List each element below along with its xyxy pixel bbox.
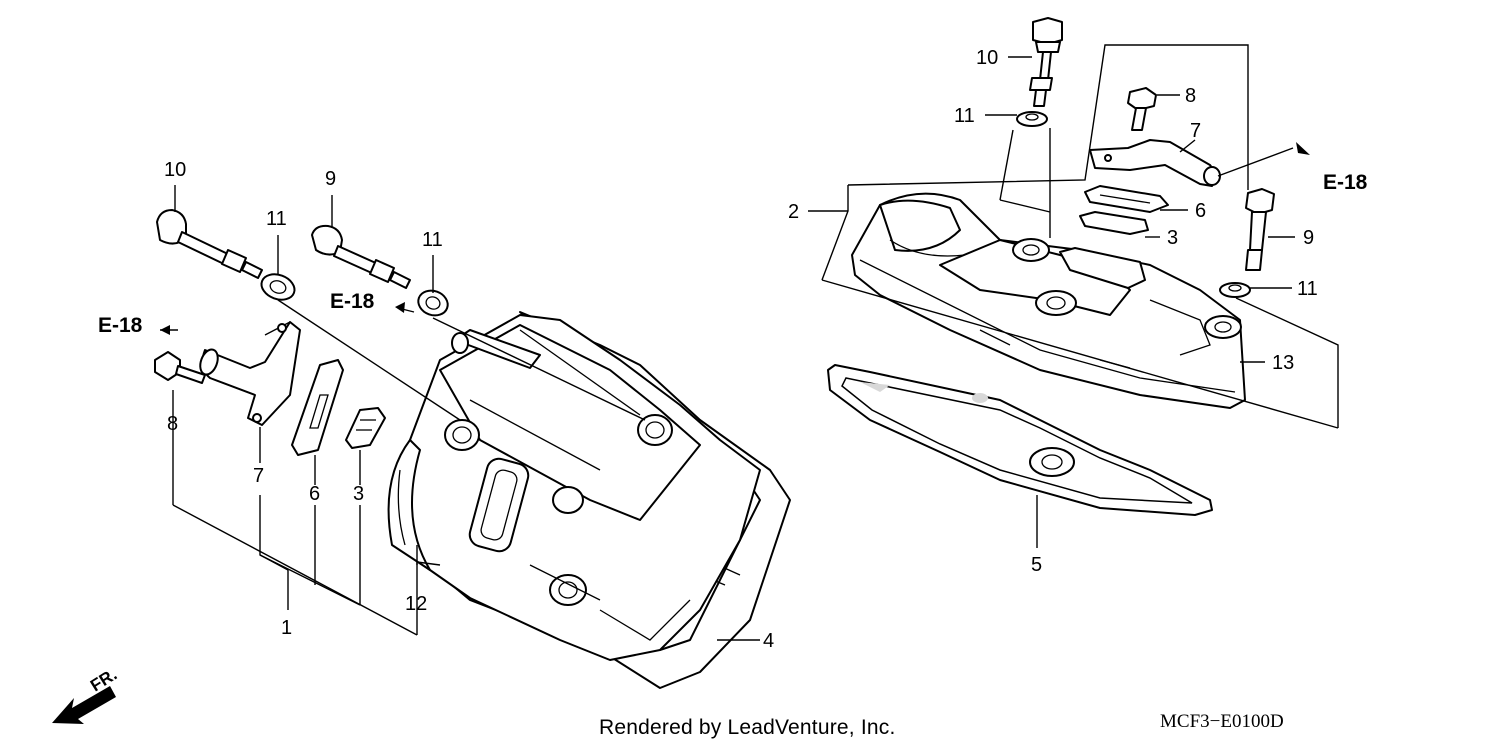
ref-e18: E-18	[330, 290, 375, 313]
bolt-boss	[444, 419, 480, 451]
bolt-10-right	[1029, 17, 1063, 107]
breather-port	[468, 457, 530, 553]
washer-11-right-b	[1219, 282, 1251, 298]
right-leader-lines	[808, 44, 1339, 548]
bolt-9-right	[1245, 188, 1275, 271]
ref-e18: E-18	[1323, 171, 1368, 194]
callout-8: 8	[167, 413, 178, 435]
right-cylinder-head-cover	[851, 192, 1246, 409]
front-direction-arrow-icon: FR.	[52, 665, 120, 724]
callout-7: 7	[253, 465, 264, 487]
washer-11-left-b	[417, 289, 449, 317]
bolt-10-left	[156, 209, 263, 279]
bolt-9-left	[311, 224, 411, 289]
callout-4: 4	[763, 630, 774, 652]
seal-6-left	[291, 359, 344, 456]
bolt-8-left	[154, 351, 206, 384]
render-credit: Rendered by LeadVenture, Inc.	[599, 716, 896, 739]
callout-10: 10	[164, 159, 186, 181]
callout-11: 11	[1297, 278, 1318, 300]
callout-5: 5	[1031, 554, 1042, 576]
diagram-code: MCF3−E0100D	[1160, 711, 1284, 732]
bolt-boss	[552, 486, 584, 514]
callout-12: 12	[405, 593, 427, 615]
bolt-boss	[549, 574, 587, 606]
right-cover-gasket	[827, 364, 1213, 516]
right-cylinder-head-cover-assembly: 10 11 8 7 2 6 3 9 11 13 5 E-18	[788, 17, 1368, 576]
washer-11-left-a	[260, 273, 296, 301]
callout-6: 6	[309, 483, 320, 505]
callout-7: 7	[1190, 120, 1201, 142]
callout-6: 6	[1195, 200, 1206, 222]
callout-8: 8	[1185, 85, 1196, 107]
breather-pipe-7-left	[199, 321, 301, 426]
callout-9: 9	[1303, 227, 1314, 249]
left-cylinder-head-cover-assembly: 10 9 11 11 8 7 6 3 1 12 4 E-18 E-18	[98, 159, 791, 689]
callout-11: 11	[954, 105, 975, 127]
callout-9: 9	[325, 168, 336, 190]
plate-3-right	[1079, 211, 1149, 235]
breather-pipe-7-right	[1089, 139, 1221, 187]
seal-6-right	[1084, 185, 1169, 213]
callout-13: 13	[1272, 352, 1294, 374]
callout-11: 11	[266, 208, 287, 230]
bolt-boss	[637, 414, 673, 446]
callout-1: 1	[281, 617, 292, 639]
callout-3: 3	[353, 483, 364, 505]
washer-11-right-a	[1016, 111, 1048, 127]
callout-3: 3	[1167, 227, 1178, 249]
callout-10: 10	[976, 47, 998, 69]
left-leader-lines	[160, 185, 760, 641]
bolt-8-right	[1127, 87, 1157, 131]
direction-label: FR.	[87, 665, 120, 696]
ref-e18: E-18	[98, 314, 143, 337]
plate-3-left	[345, 407, 386, 449]
callout-2: 2	[788, 201, 799, 223]
callout-11: 11	[422, 229, 443, 251]
